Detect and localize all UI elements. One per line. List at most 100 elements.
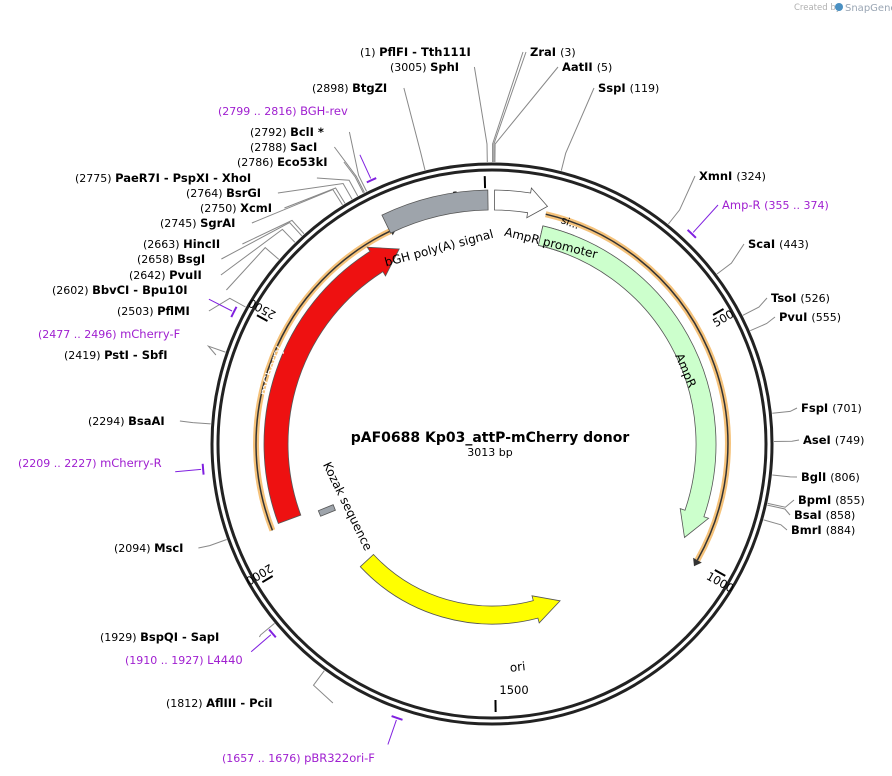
site-leader-line <box>750 316 776 332</box>
site-leader-line <box>772 474 798 478</box>
site-label: (1812) AflIII - PciI <box>166 696 273 710</box>
site-asei[interactable]: AseI (749) <box>773 433 864 447</box>
site-leader-line <box>220 228 296 276</box>
tick-mark <box>714 569 726 577</box>
site-leader-line <box>208 297 246 312</box>
site-aatii[interactable]: AatII (5) <box>494 60 612 163</box>
primer-mcherry-r[interactable]: (2209 .. 2227) mCherry-R <box>18 456 205 475</box>
site-fspi[interactable]: FspI (701) <box>772 401 862 415</box>
site-tsoi[interactable]: TsoI (526) <box>742 291 830 316</box>
primer-mark <box>201 463 205 475</box>
site-afliii[interactable]: (1812) AflIII - PciI <box>166 670 334 710</box>
site-label: TsoI (526) <box>771 291 830 305</box>
primer-label: (1657 .. 1676) pBR322ori-F <box>222 751 375 765</box>
feature-label-bgh: bGH poly(A) signal <box>383 227 495 270</box>
site-hincii[interactable]: (2663) HincII <box>143 219 305 251</box>
site-bsgi[interactable]: (2658) BsgI <box>137 221 303 267</box>
primer-mark <box>268 628 277 638</box>
primer-mark <box>230 306 238 318</box>
feature-ori[interactable] <box>359 553 561 625</box>
backbone-inner-strand <box>216 168 768 720</box>
site-xmni[interactable]: XmnI (324) <box>668 169 766 225</box>
site-eco53ki[interactable]: (2786) Eco53kI <box>237 155 364 194</box>
site-btgzi[interactable]: (2898) BtgZI <box>312 81 426 171</box>
site-scai[interactable]: ScaI (443) <box>716 237 809 275</box>
site-psti[interactable]: (2419) PstI - SbfI <box>64 345 226 362</box>
feature-kozak[interactable] <box>317 504 336 517</box>
site-pflfi[interactable]: (1) PflFI - Tth111I <box>360 45 524 162</box>
site-sphi[interactable]: (3005) SphI <box>390 60 488 163</box>
site-sspi[interactable]: SspI (119) <box>560 81 659 171</box>
primer-leader-line <box>692 204 719 233</box>
site-bgli[interactable]: BglI (806) <box>772 470 860 484</box>
site-leader-line <box>494 66 559 163</box>
site-label: (2898) BtgZI <box>312 81 387 95</box>
site-label: (2786) Eco53kI <box>237 155 328 169</box>
site-bsrgi[interactable]: (2764) BsrGI <box>186 182 353 201</box>
primer-pbr322ori-f[interactable]: (1657 .. 1676) pBR322ori-F <box>222 715 403 765</box>
primer-bgh-rev[interactable]: (2799 .. 2816) BGH-rev <box>218 104 377 184</box>
site-xcmi[interactable]: (2750) XcmI <box>200 187 346 215</box>
site-paer7i[interactable]: (2775) PaeR7I - PspXI - XhoI <box>75 171 359 197</box>
site-label: (2745) SgrAI <box>160 216 235 230</box>
site-label: BpmI (855) <box>798 493 865 507</box>
orf-line <box>255 230 391 531</box>
feature-label-ori: ori <box>509 659 526 675</box>
site-zrai[interactable]: ZraI (3) <box>493 45 576 163</box>
primer-mark <box>686 229 697 239</box>
site-bsaai[interactable]: (2294) BsaAI <box>88 414 211 428</box>
site-bbvci[interactable]: (2602) BbvCI - Bpu10I <box>52 246 280 297</box>
site-label: FspI (701) <box>801 401 862 415</box>
primer-leader-line <box>387 719 397 745</box>
site-leader-line <box>348 131 368 192</box>
site-bsai[interactable]: BsaI (858) <box>767 504 855 522</box>
site-pvui[interactable]: PvuI (555) <box>750 310 841 332</box>
site-leader-line <box>226 246 280 291</box>
primer-leader-line <box>250 634 272 653</box>
site-bpmi[interactable]: BpmI (855) <box>767 493 865 508</box>
snapgene-logo-icon <box>835 3 843 11</box>
site-bspqi[interactable]: (1929) BspQI - SapI <box>100 623 275 644</box>
site-leader-line <box>333 146 365 193</box>
site-leader-line <box>560 87 595 171</box>
feature-mcherry[interactable] <box>263 246 400 525</box>
plasmid-name: pAF0688 Kp03_attP-mCherry donor <box>351 430 630 446</box>
feature-label-signal: si... <box>559 214 580 232</box>
tick-label: 2000 <box>243 561 275 588</box>
feature-amppromoter[interactable] <box>493 187 549 219</box>
site-saci[interactable]: (2788) SacI <box>250 140 365 193</box>
site-leader-line <box>179 420 211 425</box>
site-leader-line <box>206 345 226 356</box>
site-label: PvuI (555) <box>779 310 841 324</box>
site-label: (2094) MscI <box>114 541 183 555</box>
site-label: BglI (806) <box>801 470 860 484</box>
site-leader-line <box>242 219 305 245</box>
site-leader-line <box>198 539 227 549</box>
site-label: (2294) BsaAI <box>88 414 165 428</box>
tick-mark <box>712 308 724 316</box>
site-leader-line <box>772 407 798 414</box>
site-pflmi[interactable]: (2503) PflMI <box>117 297 246 318</box>
site-bmri[interactable]: BmrI (884) <box>763 519 856 537</box>
site-label: BsaI (858) <box>794 508 855 522</box>
tick-label: 1500 <box>499 683 528 697</box>
site-sgrai[interactable]: (2745) SgrAI <box>160 188 343 230</box>
site-leader-line <box>403 87 426 171</box>
feature-ampr[interactable] <box>537 225 717 539</box>
site-label: (2663) HincII <box>143 237 220 251</box>
site-label: (2764) BsrGI <box>186 186 261 200</box>
feature-bgh[interactable] <box>381 189 489 234</box>
primer-label: (1910 .. 1927) L4440 <box>125 653 243 667</box>
site-bcli[interactable]: (2792) BclI * <box>250 125 368 192</box>
primer-l4440[interactable]: (1910 .. 1927) L4440 <box>125 628 277 668</box>
site-leader-line <box>277 182 353 200</box>
primer-mark <box>366 177 377 184</box>
primer-amp-r[interactable]: Amp-R (355 .. 374) <box>686 198 829 239</box>
site-leader-line <box>251 188 343 224</box>
primer-mcherry-f[interactable]: (2477 .. 2496) mCherry-F <box>38 298 238 341</box>
site-msci[interactable]: (2094) MscI <box>114 539 227 556</box>
site-pvuii[interactable]: (2642) PvuII <box>129 228 296 282</box>
primer-leader-line <box>359 154 372 179</box>
